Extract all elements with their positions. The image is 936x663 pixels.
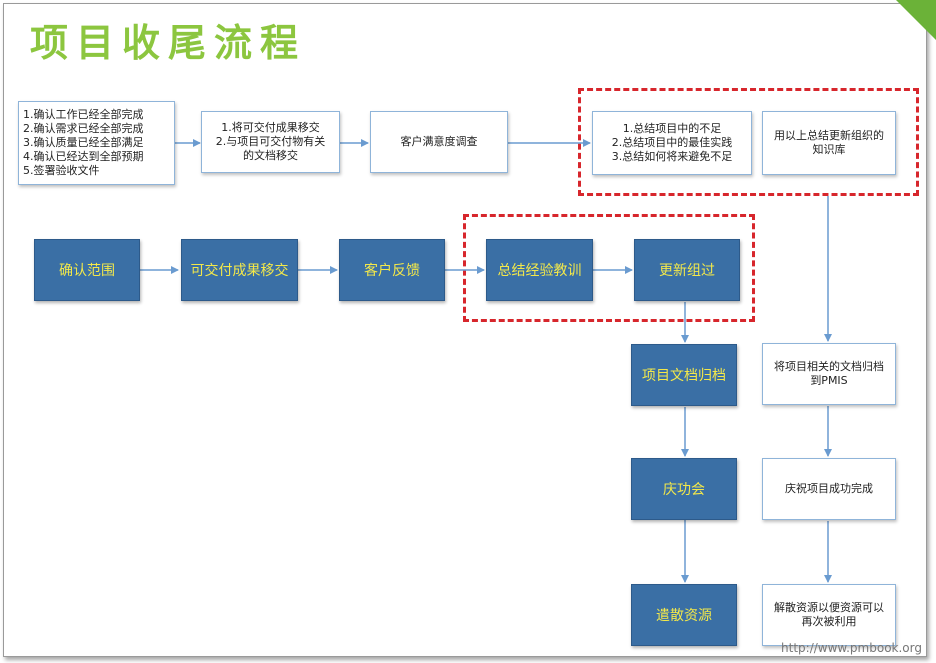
corner-decoration bbox=[896, 0, 936, 40]
satisfaction-survey-box: 客户满意度调查 bbox=[370, 111, 508, 173]
update-assets-box: 更新组过 bbox=[634, 239, 740, 301]
summary-box: 1.总结项目中的不足 2.总结项目中的最佳实践 3.总结如何将来避免不足 bbox=[592, 111, 752, 175]
release-description-box: 解散资源以便资源可以 再次被利用 bbox=[762, 584, 896, 646]
highlight-top-right bbox=[578, 88, 919, 196]
update-knowledge-base-box: 用以上总结更新组织的 知识库 bbox=[762, 111, 896, 175]
customer-feedback-box: 客户反馈 bbox=[339, 239, 445, 301]
confirm-scope-box: 确认范围 bbox=[34, 239, 140, 301]
document-archive-box: 项目文档归档 bbox=[631, 344, 737, 406]
celebration-box: 庆功会 bbox=[631, 458, 737, 520]
archive-pmis-box: 将项目相关的文档归档 到PMIS bbox=[762, 343, 896, 405]
deliverables-handover-box: 可交付成果移交 bbox=[181, 239, 298, 301]
acceptance-checklist-box: 1.确认工作已经全部完成 2.确认需求已经全部完成 3.确认质量已经全部满足 4… bbox=[18, 101, 175, 185]
watermark: http://www.pmbook.org bbox=[781, 641, 922, 655]
lessons-learned-box: 总结经验教训 bbox=[486, 239, 593, 301]
celebrate-description-box: 庆祝项目成功完成 bbox=[762, 458, 896, 520]
page-title: 项目收尾流程 bbox=[30, 21, 307, 65]
highlight-main-right bbox=[463, 214, 755, 322]
handover-box: 1.将可交付成果移交 2.与项目可交付物有关 的文档移交 bbox=[201, 111, 340, 173]
release-resources-box: 遣散资源 bbox=[631, 584, 737, 646]
